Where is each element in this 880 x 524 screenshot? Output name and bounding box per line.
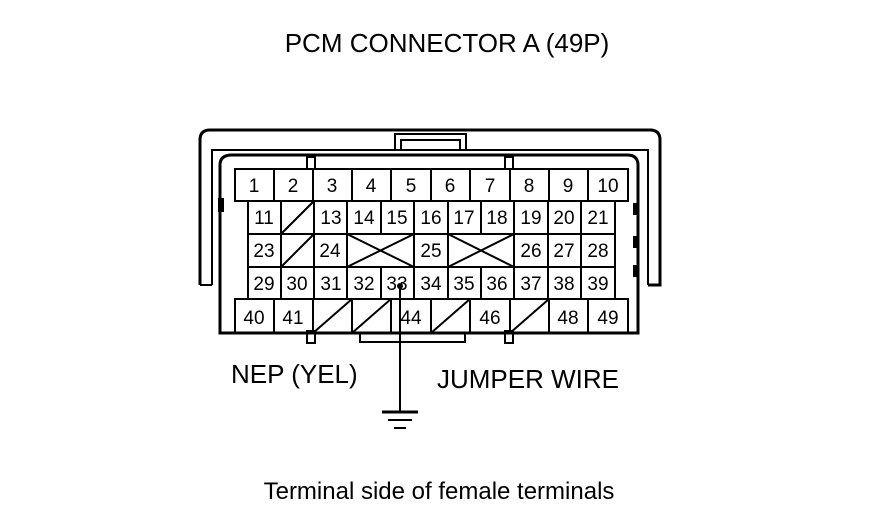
pin-29: 29 <box>253 274 274 295</box>
pin-9: 9 <box>563 176 574 197</box>
pin-10: 10 <box>597 176 618 197</box>
pin-49: 49 <box>597 308 618 329</box>
pin-5: 5 <box>406 176 417 197</box>
pin-31: 31 <box>320 274 341 295</box>
pin-4: 4 <box>366 176 377 197</box>
diagram-caption: Terminal side of female terminals <box>264 478 615 505</box>
pin-row-3: 23 24 25 26 27 28 <box>247 233 616 268</box>
pin-6: 6 <box>445 176 456 197</box>
pin-3: 3 <box>327 176 338 197</box>
pin-row-4: 29 30 31 32 33 34 35 36 37 38 39 <box>247 266 616 300</box>
pin-24: 24 <box>319 241 341 262</box>
jumper-wire-label: JUMPER WIRE <box>437 364 619 394</box>
pin-27: 27 <box>553 241 574 262</box>
pin-21: 21 <box>587 208 608 229</box>
pin-7: 7 <box>485 176 496 197</box>
pin-grid: 1 2 3 4 5 6 7 8 9 10 11 13 1 <box>234 168 629 334</box>
pin-row-5: 40 41 44 46 48 49 <box>234 298 629 334</box>
pin-34: 34 <box>420 274 442 295</box>
pin-41: 41 <box>282 308 303 329</box>
pin-37: 37 <box>520 274 541 295</box>
pin-25: 25 <box>420 241 441 262</box>
pin-28: 28 <box>587 241 608 262</box>
pin-30: 30 <box>286 274 307 295</box>
connector-housing <box>198 128 662 344</box>
pin-13: 13 <box>320 208 341 229</box>
pin-row-1: 1 2 3 4 5 6 7 8 9 10 <box>234 168 629 202</box>
pin-19: 19 <box>520 208 541 229</box>
pin-23: 23 <box>253 241 274 262</box>
nep-label: NEP (YEL) <box>231 359 358 389</box>
pin-46: 46 <box>479 308 500 329</box>
pin-38: 38 <box>553 274 574 295</box>
pin-15: 15 <box>386 208 407 229</box>
pin-11: 11 <box>254 208 274 229</box>
pin-18: 18 <box>486 208 507 229</box>
pin-32: 32 <box>353 274 374 295</box>
pin-17: 17 <box>453 208 474 229</box>
pin-48: 48 <box>557 308 578 329</box>
jumper-wire <box>397 283 403 412</box>
pin-16: 16 <box>420 208 441 229</box>
pin-39: 39 <box>587 274 608 295</box>
pin-20: 20 <box>553 208 574 229</box>
pin-8: 8 <box>524 176 535 197</box>
pin-1: 1 <box>249 176 260 197</box>
pin-40: 40 <box>243 308 264 329</box>
ground-icon <box>382 410 418 429</box>
pin-row-2: 11 13 14 15 16 17 18 19 20 21 <box>247 200 616 235</box>
diagram-title: PCM CONNECTOR A (49P) <box>285 28 610 58</box>
pin-14: 14 <box>353 208 375 229</box>
pin-35: 35 <box>453 274 474 295</box>
pin-33: 33 <box>386 274 407 295</box>
pin-36: 36 <box>486 274 507 295</box>
pin-44: 44 <box>400 308 422 329</box>
pin-26: 26 <box>520 241 541 262</box>
pin-2: 2 <box>288 176 299 197</box>
